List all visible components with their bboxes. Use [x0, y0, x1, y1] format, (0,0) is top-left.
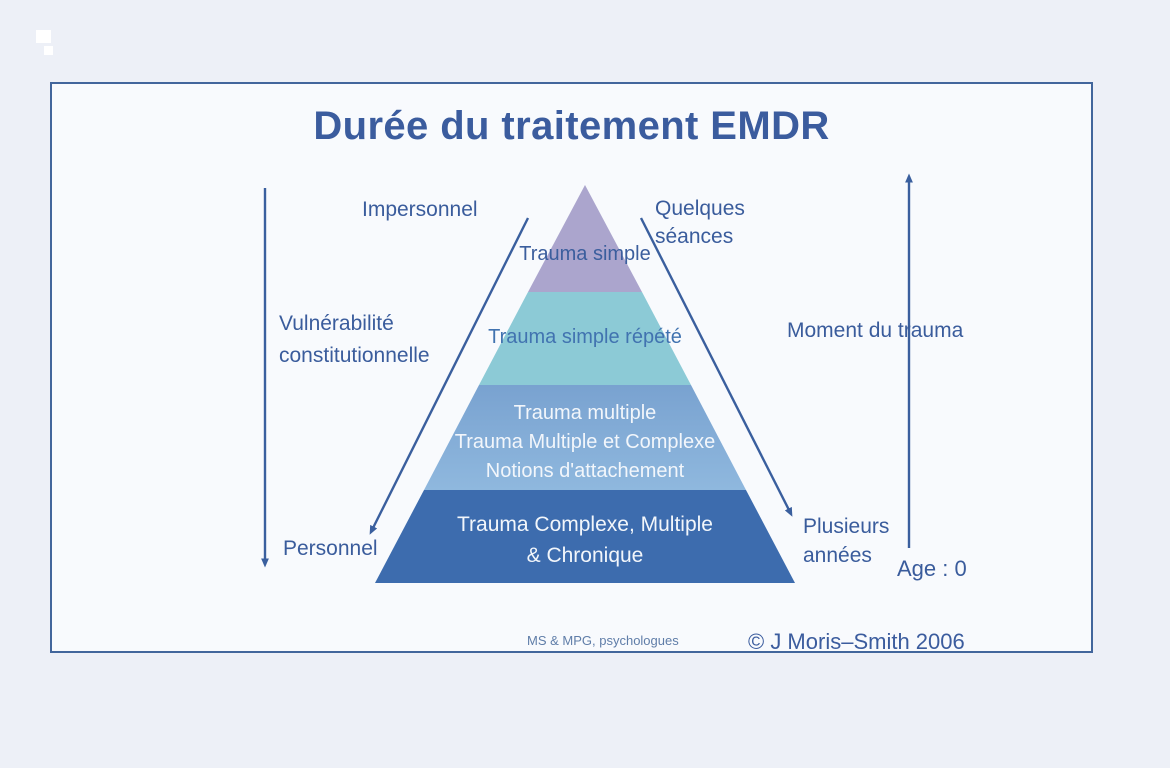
- label-line: constitutionnelle: [279, 344, 430, 367]
- artifact-dot: [44, 46, 53, 55]
- label-line: Notions d'attachement: [485, 460, 685, 482]
- label-line: Trauma multiple: [513, 402, 657, 424]
- artifact-dot: [36, 30, 51, 43]
- page-title: Durée du traitement EMDR: [313, 104, 830, 148]
- label-line: séances: [655, 225, 734, 248]
- pyramid-label-trauma-multiple: Trauma multiple Trauma Multiple et Compl…: [375, 399, 795, 486]
- label-line: Vulnérabilité: [279, 312, 394, 335]
- label-line: années: [803, 544, 872, 567]
- label-personnel: Personnel: [283, 537, 378, 560]
- label-plusieurs-annees: Plusieurs années: [803, 512, 889, 570]
- label-vulnerabilite: Vulnérabilité constitutionnelle: [279, 308, 430, 372]
- pyramid-label-trauma-simple: Trauma simple: [519, 243, 651, 265]
- label-line: Trauma Complexe, Multiple: [457, 513, 713, 536]
- label-impersonnel: Impersonnel: [362, 198, 478, 221]
- label-quelques-seances: Quelques séances: [655, 195, 745, 251]
- label-line: Quelques: [655, 197, 745, 220]
- label-moment-du-trauma: Moment du trauma: [787, 319, 964, 342]
- footer-credit: MS & MPG, psychologues: [527, 633, 679, 648]
- label-line: & Chronique: [526, 544, 644, 567]
- pyramid-label-trauma-simple-repete: Trauma simple répété: [488, 326, 682, 348]
- label-line: Plusieurs: [803, 515, 890, 538]
- pyramid-label-trauma-complexe: Trauma Complexe, Multiple & Chronique: [375, 509, 795, 571]
- footer-copyright: © J Moris–Smith 2006: [748, 629, 965, 654]
- label-line: Trauma Multiple et Complexe: [454, 431, 716, 453]
- label-age-zero: Age : 0: [897, 556, 967, 581]
